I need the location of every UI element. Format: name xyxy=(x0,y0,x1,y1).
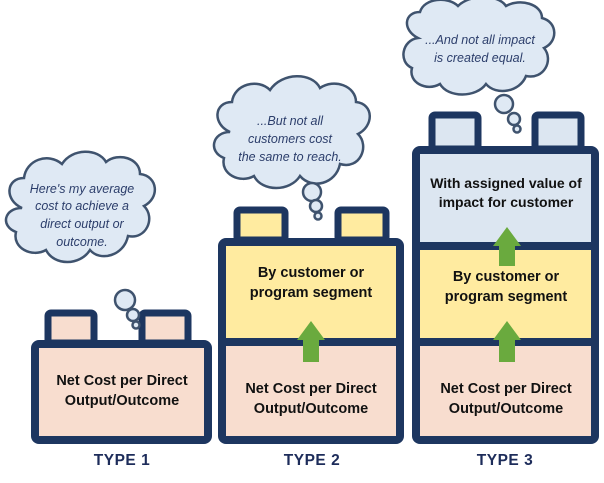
type3-block xyxy=(412,111,599,444)
type3-caption: TYPE 3 xyxy=(476,452,534,469)
type3-layer-impact-label: With assigned value of impact for custom… xyxy=(430,175,582,210)
type2-knob-left xyxy=(233,206,289,244)
type2-layer-base-label: Net Cost per Direct Output/Outcome xyxy=(245,381,377,417)
type1-thought-cloud xyxy=(4,150,156,330)
type2-block xyxy=(218,206,404,444)
type2-cloud-shape xyxy=(212,75,371,190)
type3-cloud-bubble-2 xyxy=(506,111,522,127)
type2-up-arrow xyxy=(297,321,325,362)
type2-thought-cloud xyxy=(212,75,371,221)
type1-thought-text: Here's my average cost to achieve a dire… xyxy=(29,181,135,249)
type2-caption: TYPE 2 xyxy=(283,452,341,469)
type1-cloud-bubble-1 xyxy=(113,288,137,312)
type1-knob-left xyxy=(44,309,98,347)
type3-cloud-shape xyxy=(402,0,556,96)
type2-cloud-bubble-2 xyxy=(308,198,324,214)
type2-thought-text: ...But not all customers cost the same t… xyxy=(238,114,342,164)
type1-caption: TYPE 1 xyxy=(93,452,151,469)
type3-layer-base-label: Net Cost per Direct Output/Outcome xyxy=(440,381,572,417)
type3-knob-right xyxy=(531,111,585,153)
type3-up-arrow-upper xyxy=(493,227,521,266)
type3-thought-text: ...And not all impact is created equal. xyxy=(425,33,535,65)
type1-cloud-bubble-2 xyxy=(125,307,141,323)
type3-thought-cloud xyxy=(402,0,556,134)
type1-cloud-shape xyxy=(4,150,156,264)
type1-knob-right xyxy=(138,309,192,347)
type2-layer-segment-label: By customer or program segment xyxy=(249,265,373,301)
type3-up-arrow-lower xyxy=(493,321,521,362)
type3-cloud-bubble-1 xyxy=(493,93,515,115)
type3-knob-left xyxy=(428,111,482,153)
type3-cloud-bubble-3 xyxy=(512,124,522,134)
type1-block xyxy=(31,309,212,444)
type1-cloud-bubble-3 xyxy=(131,320,141,330)
type3-layer-segment-label: By customer or program segment xyxy=(444,269,568,305)
type1-layer-base-label: Net Cost per Direct Output/Outcome xyxy=(56,373,188,409)
type3-layer-impact xyxy=(420,154,591,242)
type2-cloud-bubble-3 xyxy=(313,211,323,221)
type2-cloud-bubble-1 xyxy=(301,181,323,203)
type1-layer-base xyxy=(39,348,204,436)
type2-knob-right xyxy=(334,206,390,244)
